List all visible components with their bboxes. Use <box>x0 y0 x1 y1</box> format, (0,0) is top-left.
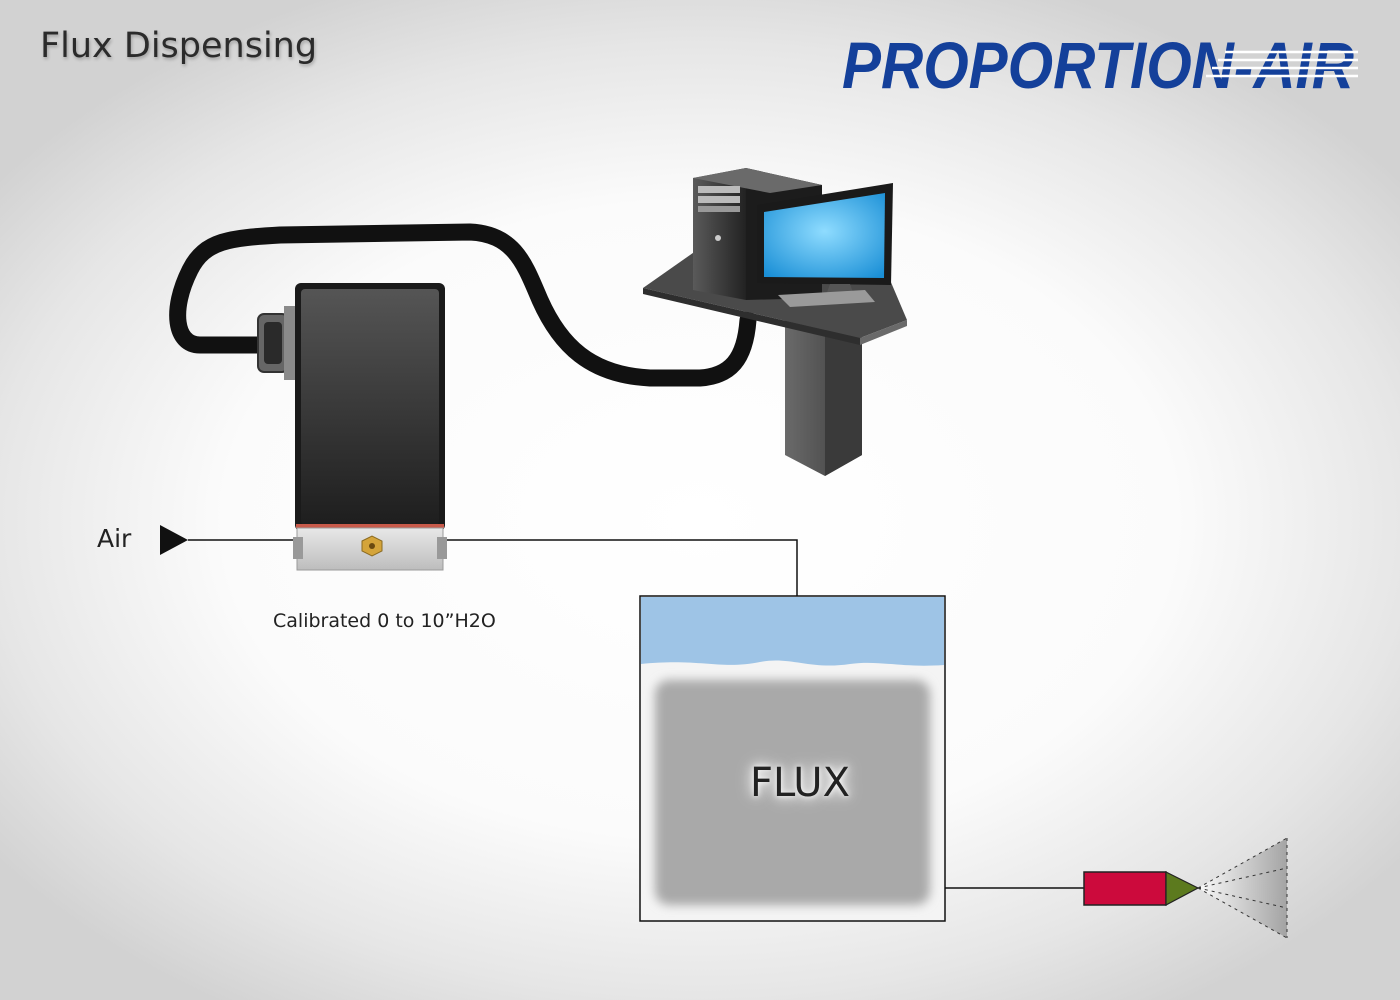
air-inlet <box>160 525 296 555</box>
air-label: Air <box>97 524 132 553</box>
monitor-icon <box>757 183 893 307</box>
spray-cone <box>1198 838 1287 938</box>
calibration-label: Calibrated 0 to 10”H2O <box>273 610 496 632</box>
regulator-outlet-line <box>444 539 798 596</box>
spray-nozzle-icon <box>1083 837 1288 939</box>
control-cable <box>169 223 757 387</box>
logo-text: PROPORTION-AIR <box>842 28 1354 102</box>
tank-liquid-surface <box>641 597 944 666</box>
flux-tank <box>639 595 946 922</box>
computer-workstation <box>643 168 907 476</box>
flux-label: FLUX <box>750 760 850 806</box>
regulator-icon <box>257 283 447 571</box>
page-title: Flux Dispensing <box>40 26 318 66</box>
proportion-air-logo: PROPORTION-AIR <box>842 28 1358 102</box>
air-inlet-arrow-icon <box>160 525 188 555</box>
tank-flux-fill <box>655 680 930 905</box>
